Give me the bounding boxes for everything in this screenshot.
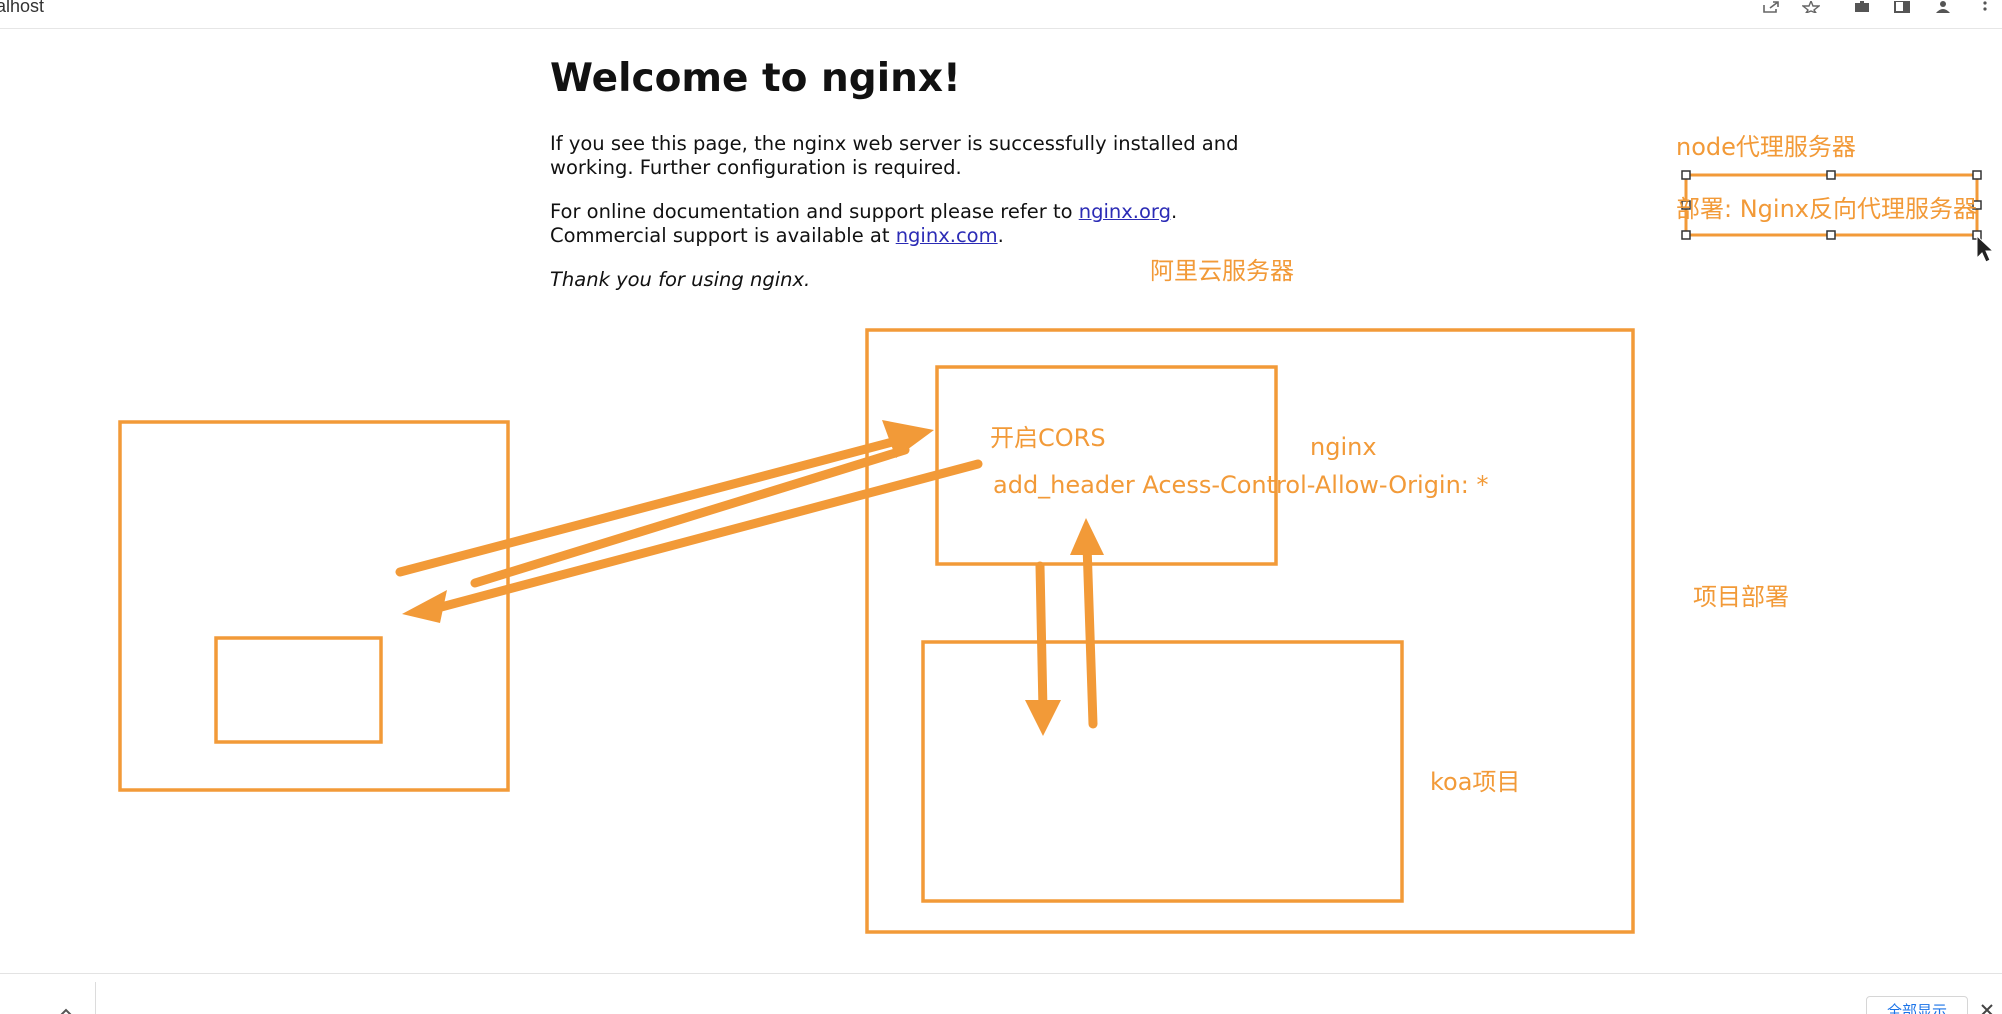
koa-box bbox=[921, 640, 1404, 903]
enable-cors-label: 开启CORS bbox=[990, 424, 1106, 452]
aliyun-server-label: 阿里云服务器 bbox=[1150, 257, 1294, 285]
thanks-text: Thank you for using nginx. bbox=[550, 268, 811, 291]
aliyun-server-box bbox=[865, 328, 1635, 934]
browser-top-bar: alhost bbox=[0, 0, 2002, 29]
docs-paragraph: For online documentation and support ple… bbox=[550, 200, 1250, 248]
project-deploy-label: 项目部署 bbox=[1693, 583, 1789, 611]
client-inner-box bbox=[214, 636, 383, 744]
arrow-nginx-to-client-a bbox=[470, 445, 910, 588]
sidebar-icon[interactable] bbox=[1891, 0, 1913, 14]
arrow-client-to-nginx bbox=[395, 435, 905, 577]
commercial-text: Commercial support is available at bbox=[550, 224, 896, 247]
arrow-heads bbox=[402, 420, 1104, 736]
page-title: Welcome to nginx! bbox=[550, 56, 961, 101]
star-icon[interactable] bbox=[1800, 0, 1822, 14]
mouse-cursor-icon bbox=[1976, 234, 1995, 263]
arrow-nginx-to-koa bbox=[1035, 561, 1048, 715]
docs-text-end: . bbox=[1170, 200, 1178, 223]
close-icon[interactable] bbox=[1980, 1002, 1994, 1014]
nginx-org-link[interactable]: nginx.org bbox=[1078, 200, 1171, 223]
deploy-nginx-label[interactable]: 部署: Nginx反向代理服务器 bbox=[1676, 195, 1977, 223]
client-box bbox=[118, 420, 510, 792]
divider bbox=[95, 982, 96, 1014]
nginx-com-link[interactable]: nginx.com bbox=[895, 224, 998, 247]
address-bar-text[interactable]: alhost bbox=[0, 0, 45, 16]
selection-handles bbox=[1681, 170, 1982, 240]
nginx-label: nginx bbox=[1310, 433, 1377, 461]
add-header-label: add_header Acess-Control-Allow-Origin: * bbox=[993, 471, 1489, 499]
commercial-text-end: . bbox=[997, 224, 1004, 247]
intro-paragraph: If you see this page, the nginx web serv… bbox=[550, 132, 1239, 179]
extensions-icon[interactable] bbox=[1851, 0, 1873, 14]
show-all-button[interactable]: 全部显示 bbox=[1866, 996, 1968, 1014]
share-icon[interactable] bbox=[1760, 0, 1782, 14]
profile-icon[interactable] bbox=[1932, 0, 1954, 14]
nginx-box bbox=[935, 365, 1278, 566]
download-bar: 全部显示 bbox=[0, 973, 2002, 1014]
arrow-koa-to-nginx bbox=[1082, 540, 1098, 729]
nginx-welcome-page: Welcome to nginx! If you see this page, … bbox=[550, 56, 1250, 312]
arrow-nginx-to-client-b bbox=[425, 459, 983, 615]
chevron-up-icon[interactable] bbox=[58, 1002, 74, 1014]
menu-icon[interactable] bbox=[1974, 0, 1996, 14]
node-proxy-label: node代理服务器 bbox=[1676, 133, 1856, 161]
docs-text: For online documentation and support ple… bbox=[550, 200, 1079, 223]
koa-project-label: koa项目 bbox=[1430, 768, 1521, 796]
